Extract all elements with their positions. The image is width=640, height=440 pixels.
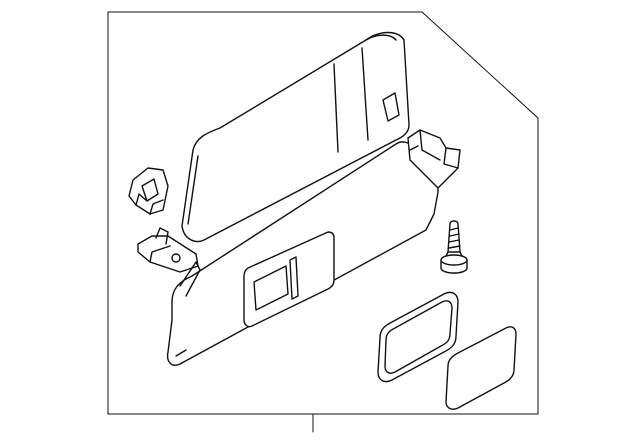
screw-head-top bbox=[440, 254, 468, 266]
hinge-flange bbox=[149, 245, 171, 263]
clip-body bbox=[128, 167, 169, 215]
hinge-bracket-body bbox=[137, 235, 199, 273]
rear-visor-inner-edge bbox=[187, 155, 199, 225]
front-visor-hinge-edge bbox=[179, 261, 201, 297]
mirror-cover-outline bbox=[445, 326, 517, 410]
rear-visor-fold-line-2 bbox=[361, 47, 369, 141]
screw-neck bbox=[445, 251, 463, 257]
vanity-mirror-cover bbox=[445, 326, 517, 410]
mounting-screw bbox=[440, 220, 468, 274]
mirror-slider-rail bbox=[289, 256, 299, 300]
screw-thread-3 bbox=[448, 239, 460, 243]
rear-visor-top-edge bbox=[365, 34, 397, 41]
rear-visor-fold-line-1 bbox=[333, 63, 339, 153]
front-visor-lower-edge bbox=[175, 349, 187, 357]
clip-detail-1 bbox=[141, 178, 159, 202]
mirror-recess-inner bbox=[253, 265, 289, 311]
left-mounting-clip bbox=[128, 167, 169, 215]
clip-detail-2 bbox=[149, 199, 164, 215]
hinge-arm bbox=[155, 227, 169, 245]
mirror-frame-outer bbox=[377, 291, 459, 383]
vanity-mirror-opening bbox=[243, 231, 335, 328]
right-bracket-detail-1 bbox=[419, 129, 441, 161]
right-mounting-bracket bbox=[407, 129, 461, 189]
rear-visor-outline bbox=[181, 31, 410, 243]
screw-thread-1 bbox=[449, 227, 459, 231]
screw-thread-2 bbox=[449, 233, 460, 237]
hinge-pivot-hole bbox=[171, 253, 181, 263]
right-bracket-detail-2 bbox=[443, 147, 459, 169]
screw-thread-4 bbox=[448, 245, 461, 249]
rear-visor-tab bbox=[382, 92, 400, 122]
mirror-frame-inner bbox=[384, 300, 453, 374]
clip-detail-3 bbox=[135, 193, 148, 206]
rear-visor-panel bbox=[181, 31, 410, 243]
vanity-mirror-frame bbox=[377, 291, 459, 383]
diagram-frame bbox=[107, 11, 539, 415]
right-bracket-detail-3 bbox=[409, 145, 419, 151]
mirror-recess-outer bbox=[243, 231, 335, 328]
